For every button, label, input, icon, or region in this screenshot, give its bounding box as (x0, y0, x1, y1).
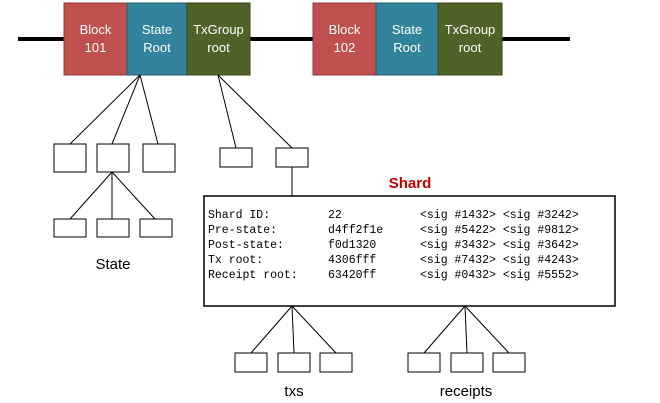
shard-field-value: f0d1320 (328, 239, 376, 252)
state-tree-edge (69, 74, 141, 145)
receipts-tree-edge (464, 305, 510, 354)
state-root-102-label-line1: State (392, 22, 422, 37)
txgroup-root-102 (437, 2, 503, 76)
txgroup-root-101-label-line2: root (207, 40, 230, 55)
state-label: State (95, 256, 130, 273)
state-tree-node (53, 143, 87, 173)
txgroup-tree (217, 74, 309, 196)
block-101-label-line2: 101 (85, 40, 107, 55)
shard-field-sigs: <sig #1432> <sig #3242> (420, 209, 579, 222)
block-group-101: Block 101 State Root TxGroup root (63, 2, 251, 76)
shard-box (203, 195, 616, 307)
block-group-102: Block 102 State Root TxGroup root (312, 2, 503, 76)
txs-tree-leaf (234, 352, 268, 373)
txgroup-tree-edge (217, 74, 237, 149)
shard-field-sigs: <sig #3432> <sig #3642> (420, 239, 579, 252)
txs-tree (234, 305, 353, 373)
state-tree-edge (69, 171, 113, 220)
shard-fields: Shard ID: 22 <sig #1432> <sig #3242> Pre… (208, 209, 579, 282)
receipts-tree (407, 305, 526, 373)
txs-tree-leaf (277, 352, 311, 373)
shard-field-label: Receipt root: (208, 269, 298, 282)
shard-title: Shard (389, 175, 432, 192)
txgroup-root-102-label-line1: TxGroup (445, 22, 496, 37)
shard-field-value: 22 (328, 209, 342, 222)
block-102-label-line1: Block (329, 22, 361, 37)
shard-field-label: Tx root: (208, 254, 263, 267)
state-root-102-label-line2: Root (393, 40, 421, 55)
txs-tree-edge (291, 305, 337, 354)
state-root-101 (126, 2, 188, 76)
block-101-label-line1: Block (80, 22, 112, 37)
block-102 (312, 2, 377, 76)
shard-field-label: Post-state: (208, 239, 284, 252)
txgroup-tree-edge (217, 74, 293, 149)
receipts-tree-leaf (492, 352, 526, 373)
state-tree-node (96, 143, 130, 173)
state-tree-edge (111, 74, 141, 145)
shard-field-value: d4ff2f1e (328, 224, 383, 237)
txgroup-root-102-label-line2: root (459, 40, 482, 55)
state-root-102 (375, 2, 439, 76)
receipts-tree-edge (423, 305, 466, 354)
txs-tree-edge (250, 305, 293, 354)
receipts-label: receipts (440, 383, 493, 400)
shard-field-value: 63420ff (328, 269, 376, 282)
receipts-tree-leaf (450, 352, 484, 373)
state-tree-node (142, 143, 176, 173)
state-root-101-label-line1: State (142, 22, 172, 37)
txgroup-tree-node (275, 147, 309, 168)
shard-field-label: Pre-state: (208, 224, 277, 237)
receipts-tree-leaf (407, 352, 441, 373)
block-102-label-line2: 102 (334, 40, 356, 55)
state-tree-edge (139, 74, 159, 145)
receipts-tree-edge (464, 305, 468, 354)
txgroup-root-101 (186, 2, 251, 76)
state-tree-edge (111, 171, 156, 220)
shard-field-value: 4306fff (328, 254, 376, 267)
txs-tree-edge (291, 305, 295, 354)
shard-field-sigs: <sig #5422> <sig #9812> (420, 224, 579, 237)
shard-field-sigs: <sig #0432> <sig #5552> (420, 269, 579, 282)
state-tree (53, 74, 176, 238)
state-tree-leaf (96, 218, 130, 238)
txs-label: txs (284, 383, 303, 400)
txgroup-tree-node (219, 147, 253, 168)
state-tree-leaf (139, 218, 173, 238)
state-tree-leaf (53, 218, 87, 238)
shard-field-sigs: <sig #7432> <sig #4243> (420, 254, 579, 267)
shard-field-label: Shard ID: (208, 209, 270, 222)
block-101 (63, 2, 128, 76)
txs-tree-leaf (319, 352, 353, 373)
txgroup-root-101-label-line1: TxGroup (193, 22, 244, 37)
state-root-101-label-line2: Root (143, 40, 171, 55)
